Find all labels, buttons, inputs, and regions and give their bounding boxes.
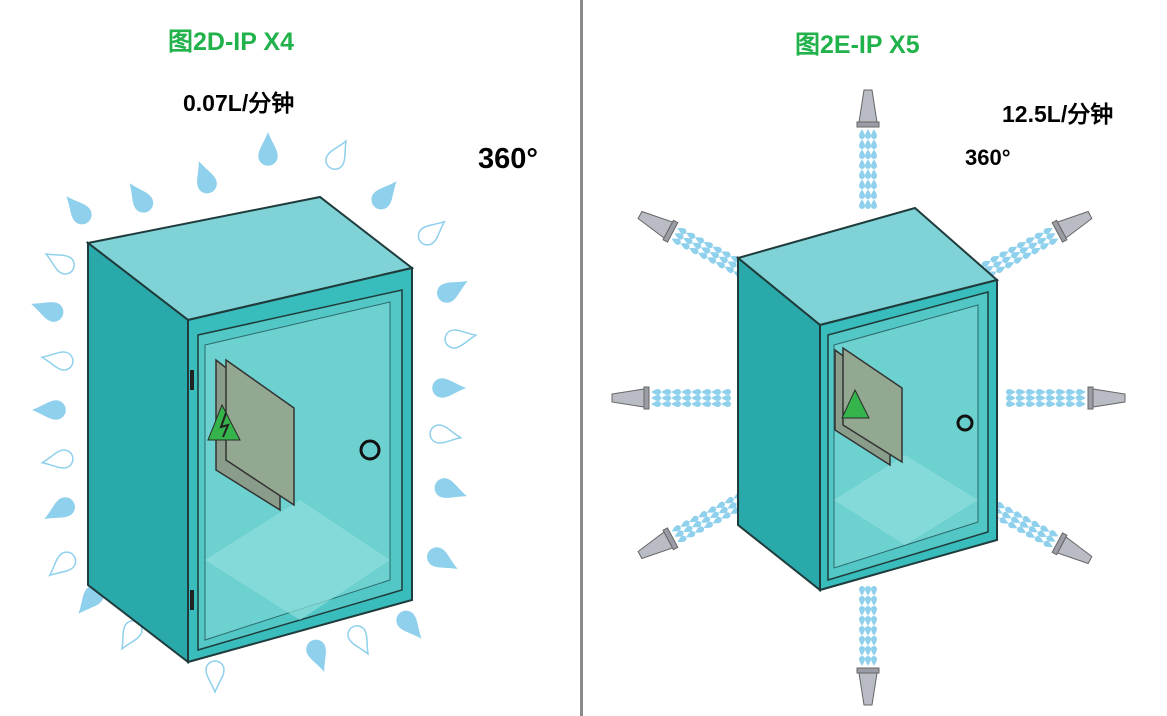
enclosure-left <box>85 195 415 665</box>
left-angle: 360° <box>478 143 538 175</box>
nozzle-icon <box>980 210 1093 279</box>
water-drop-icon <box>39 347 76 373</box>
left-title: 图2D-IP X4 <box>168 28 294 56</box>
water-drop-icon <box>423 543 462 577</box>
water-drop-icon <box>190 159 220 196</box>
water-drop-icon <box>29 295 66 325</box>
enclosure-right <box>735 206 1000 593</box>
water-drop-icon <box>432 475 469 505</box>
nozzle-icon <box>611 386 731 410</box>
water-drop-icon <box>60 191 96 229</box>
water-drop-icon <box>40 245 79 279</box>
left-flow-rate: 0.07L/分钟 <box>183 90 295 116</box>
water-drop-icon <box>205 660 225 693</box>
water-drop-icon <box>433 273 472 307</box>
nozzle-icon <box>980 496 1093 565</box>
right-title: 图2E-IP X5 <box>795 31 920 59</box>
water-drop-icon <box>33 400 66 420</box>
lock-icon <box>359 439 381 461</box>
panel-divider <box>580 0 583 716</box>
warning-sign-icon <box>207 403 241 441</box>
right-angle: 360° <box>965 145 1011 170</box>
right-flow-rate: 12.5L/分钟 <box>1002 101 1114 127</box>
nozzle-icon <box>1006 386 1126 410</box>
water-drop-icon <box>343 621 377 660</box>
nozzle-icon <box>856 89 880 209</box>
water-drop-icon <box>432 378 465 398</box>
water-drop-icon <box>413 214 451 250</box>
nozzle-icon <box>856 586 880 706</box>
water-drop-icon <box>43 547 81 583</box>
water-drop-icon <box>40 493 79 527</box>
water-drop-icon <box>367 176 403 214</box>
nozzle-icon <box>637 210 750 279</box>
water-drop-icon <box>122 178 157 217</box>
warning-sign-icon <box>841 388 870 419</box>
water-drop-icon <box>303 637 333 674</box>
water-drop-icon <box>321 135 355 174</box>
nozzle-icon <box>637 491 750 560</box>
water-drop-icon <box>442 325 479 351</box>
water-drop-icon <box>427 422 464 448</box>
water-drop-icon <box>39 447 76 473</box>
water-nozzles-right <box>611 89 1126 706</box>
water-drop-icon <box>258 133 278 166</box>
lock-icon <box>956 414 974 432</box>
water-drop-icon <box>392 606 428 644</box>
